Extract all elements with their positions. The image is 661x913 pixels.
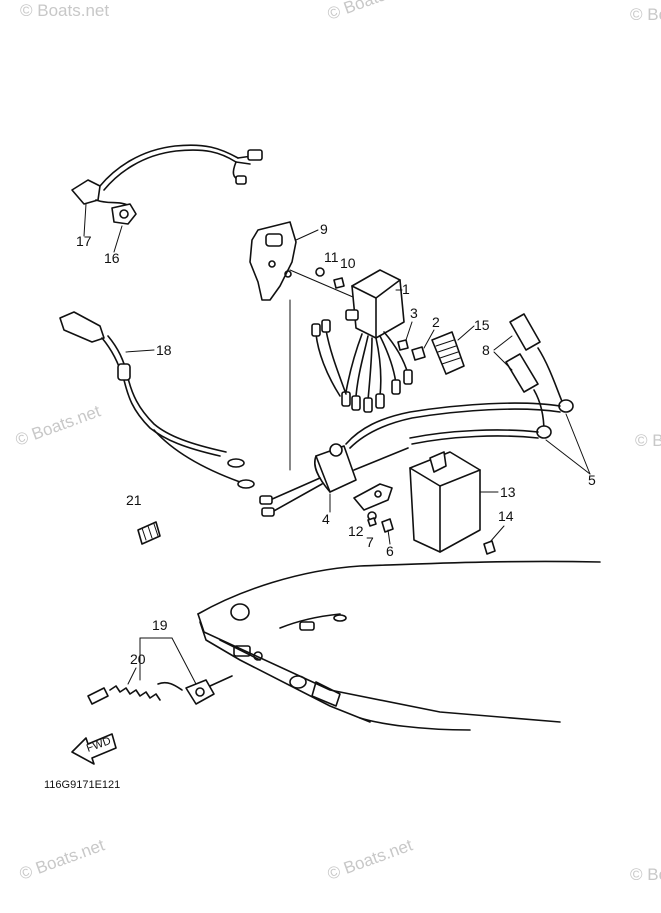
- watermark-bottom-center: © Boats.net: [325, 835, 415, 883]
- watermark-top-center: © Boats.net: [325, 0, 415, 24]
- part-21-grommet: [137, 521, 161, 545]
- leader-14: [489, 525, 505, 543]
- callout-14: 14: [498, 508, 514, 524]
- leader-6: [387, 529, 391, 545]
- callout-8: 8: [482, 342, 490, 358]
- callout-10: 10: [340, 255, 356, 271]
- callout-5: 5: [588, 472, 596, 488]
- callout-16: 16: [104, 250, 120, 266]
- callout-4: 4: [322, 511, 330, 527]
- part-16-switch: [111, 203, 137, 225]
- cdi-wires: [311, 319, 413, 413]
- watermark-mid-left: © Boats.net: [13, 401, 103, 449]
- callout-13: 13: [500, 484, 516, 500]
- leader-9: [295, 229, 319, 241]
- callout-7: 7: [366, 534, 374, 550]
- leader-8b: [493, 351, 513, 371]
- watermark-top-left: © Boats.net: [20, 1, 109, 20]
- leader-15: [457, 325, 475, 341]
- part-11-washer: [315, 267, 325, 277]
- ref-line-2: [289, 269, 361, 301]
- part-19-switch: [185, 675, 233, 705]
- callout-1: 1: [402, 281, 410, 297]
- part-7-spacer: [367, 517, 377, 527]
- leader-18: [125, 349, 155, 353]
- leader-8a: [493, 335, 513, 351]
- leader-17: [83, 203, 87, 237]
- watermarks: © Boats.net © Boats.net © Boats.net © Bo…: [13, 0, 661, 884]
- callout-19: 19: [152, 617, 168, 633]
- callout-21: 21: [126, 492, 142, 508]
- watermark-bottom-right: © Boats.net: [630, 865, 661, 884]
- callout-3: 3: [410, 305, 418, 321]
- leader-2: [423, 329, 435, 349]
- leader-20: [127, 667, 137, 685]
- part-coil-bracket: [353, 483, 393, 511]
- part-1-cdi-unit: [345, 269, 405, 339]
- leader-16: [113, 225, 123, 253]
- part-4-ignition-coil: [259, 443, 409, 517]
- part-2-bolt: [411, 346, 426, 361]
- part-13-cover: [409, 451, 481, 553]
- leader-5b: [545, 439, 591, 475]
- watermark-mid-right: © Boats.net: [635, 431, 661, 450]
- callout-2: 2: [432, 314, 440, 330]
- part-14-screw: [483, 540, 496, 555]
- watermark-bottom-left: © Boats.net: [17, 835, 107, 883]
- part-15-terminal-block: [431, 331, 465, 375]
- callout-6: 6: [386, 543, 394, 559]
- part-3-bolt: [397, 339, 409, 351]
- part-8-plug-caps: [345, 313, 574, 449]
- lower-cowling: [197, 560, 601, 731]
- leader-3: [405, 321, 413, 341]
- part-17-harness: [71, 144, 263, 207]
- fwd-arrow-icon: FWD: [71, 733, 117, 765]
- part-9-bracket: [249, 221, 297, 301]
- part-10-bolt: [333, 277, 345, 289]
- watermark-top-right: © Boats.net: [630, 5, 661, 24]
- part-6-bolt: [381, 518, 394, 533]
- leader-19b: [171, 637, 197, 685]
- diagram-code: 116G9171E121: [44, 779, 120, 791]
- callout-15: 15: [474, 317, 490, 333]
- leader-5a: [565, 413, 591, 475]
- part-20-spring: [87, 681, 183, 705]
- callout-18: 18: [156, 342, 172, 358]
- callout-17: 17: [76, 233, 92, 249]
- callout-20: 20: [130, 651, 146, 667]
- callout-11: 11: [324, 249, 339, 265]
- callout-12: 12: [348, 523, 364, 539]
- part-18-lead: [59, 311, 255, 489]
- callout-9: 9: [320, 221, 328, 237]
